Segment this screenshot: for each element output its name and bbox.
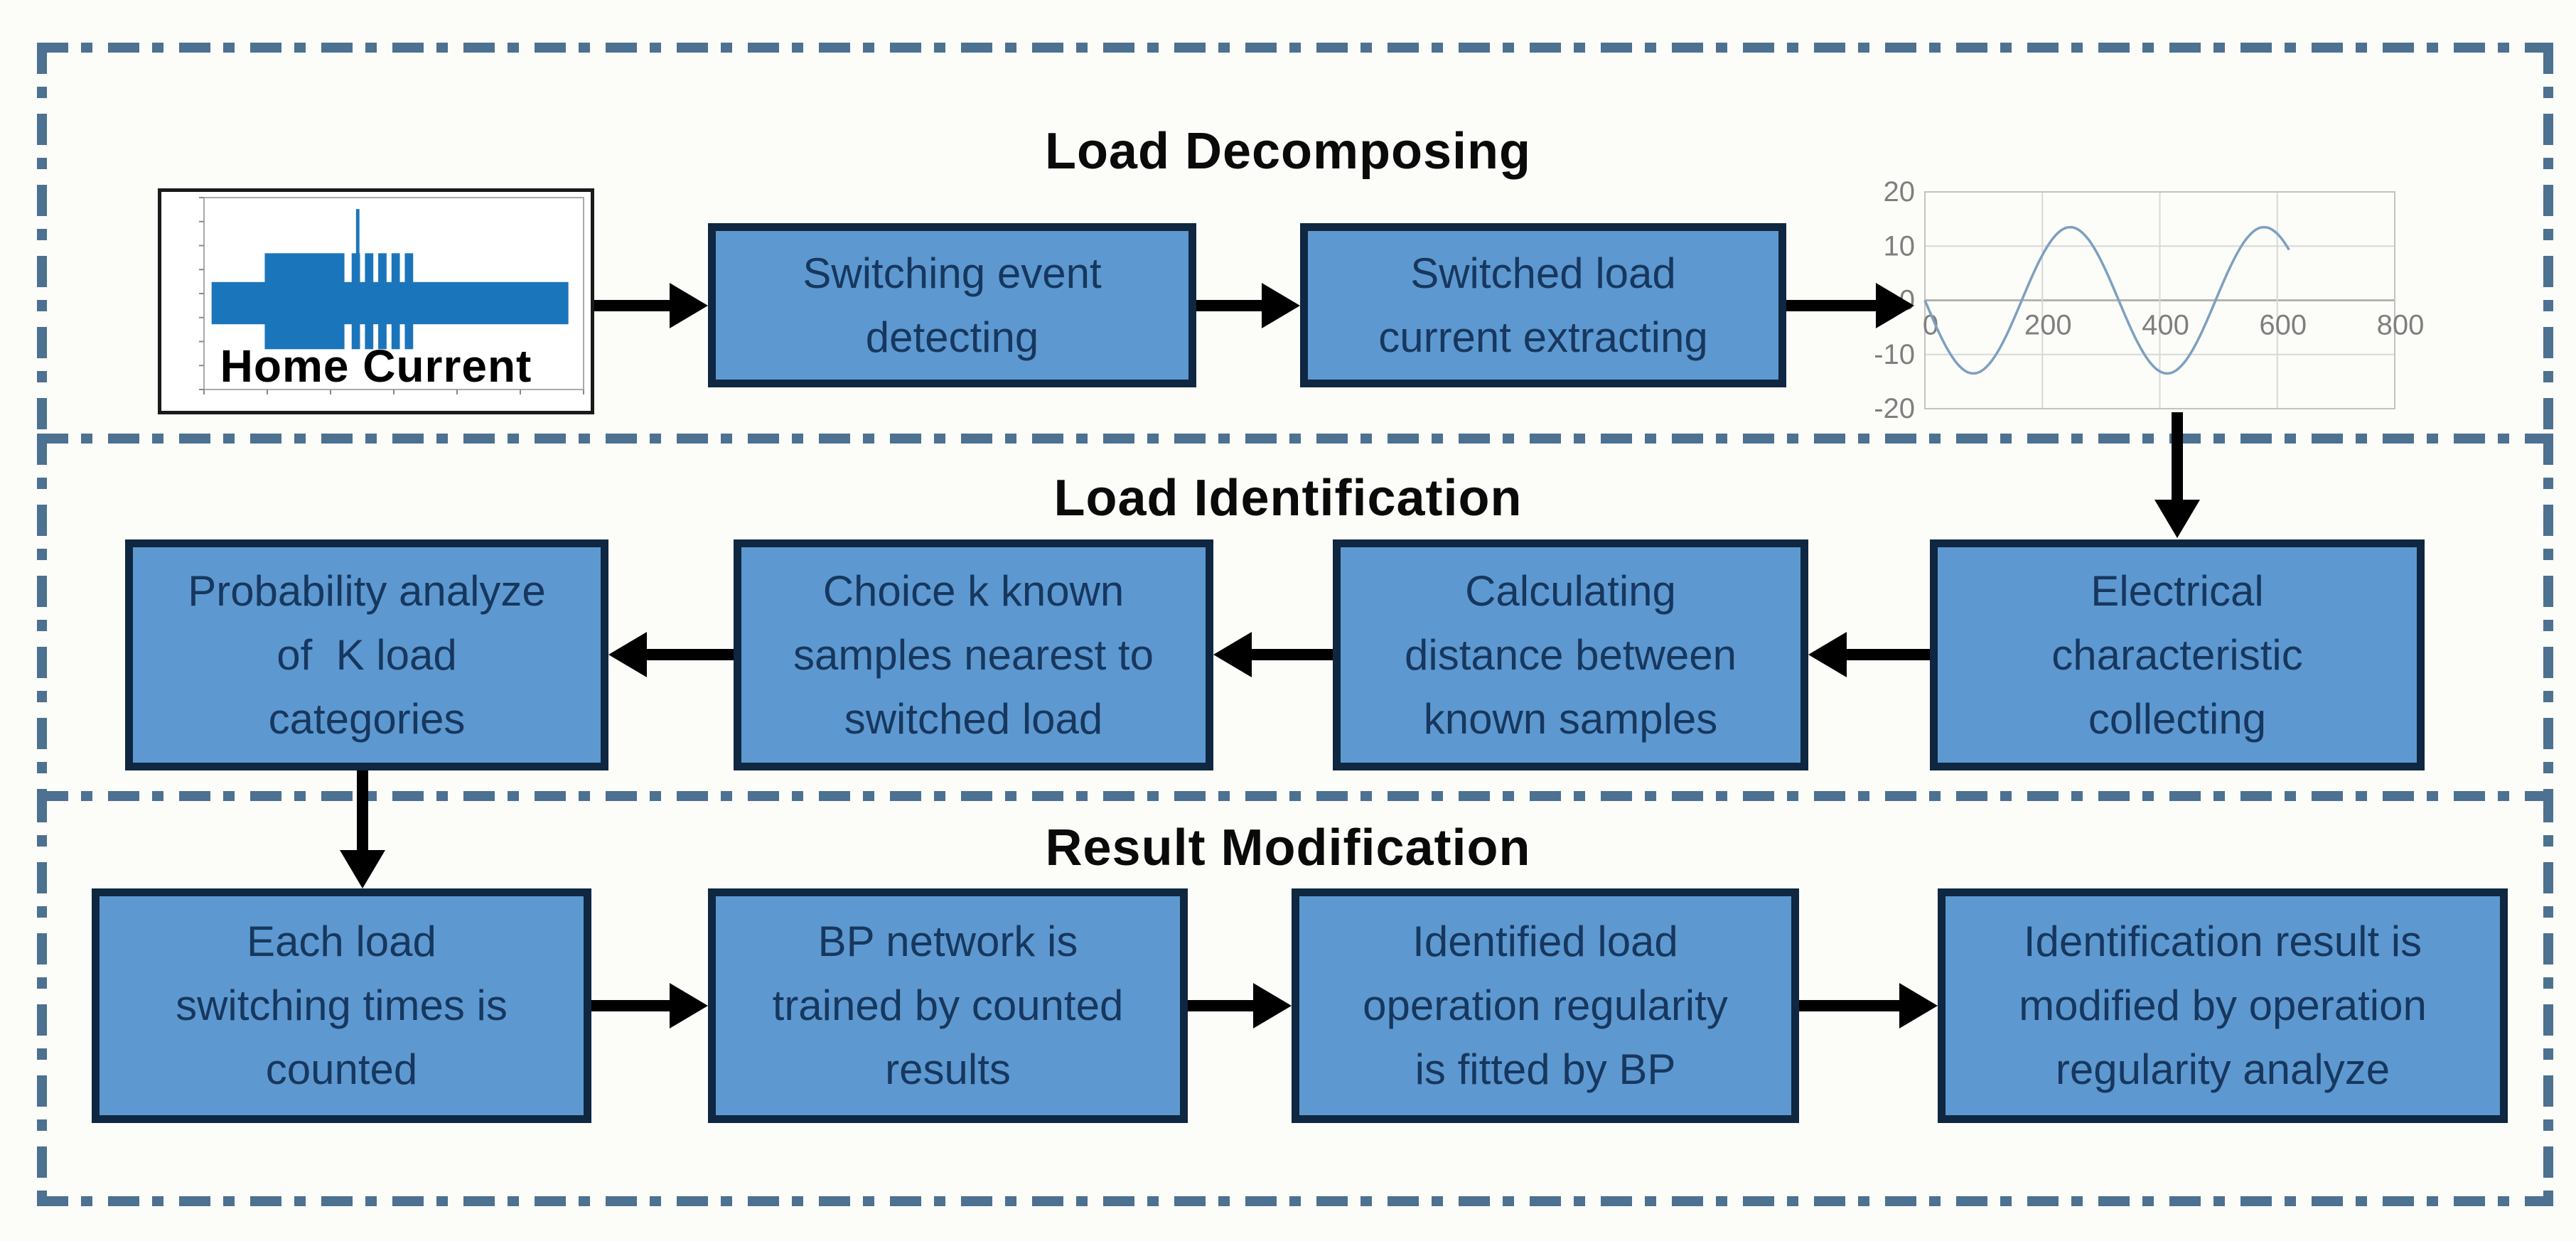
box-electrical-characteristic: Electrical characteristic collecting	[1930, 539, 2425, 770]
flow-arrow-each-to-bp	[591, 983, 708, 1028]
section1-border-right	[2543, 43, 2553, 444]
flow-arrow-chart-to-electrical	[2154, 412, 2200, 538]
flow-arrow-home-to-switching	[594, 283, 708, 328]
box-bp-network-trained: BP network is trained by counted results	[708, 888, 1188, 1123]
section3-border-right	[2543, 791, 2553, 1206]
box-choice-k-known-samples: Choice k known samples nearest to switch…	[734, 539, 1213, 770]
section3-title: Result Modification	[1045, 820, 1531, 876]
svg-text:-20: -20	[1874, 393, 1915, 424]
section2-border-left	[37, 434, 47, 801]
box-calculating-distance: Calculating distance between known sampl…	[1333, 539, 1808, 770]
box-switched-load-extracting: Switched load current extracting	[1300, 223, 1786, 387]
section3-border-bottom	[37, 1196, 2553, 1206]
flow-arrow-bp-to-identified	[1188, 983, 1292, 1028]
box-probability-analyze: Probability analyze of K load categories	[125, 539, 608, 770]
flow-arrow-choice-to-probability	[608, 632, 734, 677]
section3-border-left	[37, 791, 47, 1206]
section2-title: Load Identification	[1053, 470, 1523, 527]
flow-arrow-identified-to-identification	[1799, 983, 1938, 1028]
flow-arrow-electrical-to-calculating	[1808, 632, 1930, 677]
svg-text:0: 0	[1923, 310, 1938, 341]
section1-border-top	[37, 43, 2553, 53]
flow-arrow-probability-to-each	[340, 770, 385, 888]
flow-arrow-switched-to-chart	[1786, 283, 1914, 328]
svg-text:200: 200	[2024, 310, 2072, 341]
section1-title: Load Decomposing	[1044, 123, 1532, 180]
svg-text:20: 20	[1884, 176, 1916, 208]
box-switching-event-detecting: Switching event detecting	[708, 223, 1196, 387]
section1-border-bottom	[37, 434, 2553, 444]
section2-border-bottom	[37, 791, 2553, 801]
box-identified-load-fitted: Identified load operation regularity is …	[1292, 888, 1799, 1123]
svg-text:600: 600	[2259, 310, 2307, 341]
flow-arrow-calculating-to-choice	[1213, 632, 1333, 677]
section1-border-left	[37, 43, 47, 444]
home-current-thumbnail: Home Current	[158, 188, 594, 414]
section2-border-right	[2543, 434, 2553, 801]
flow-arrow-switching-to-switched	[1196, 283, 1300, 328]
svg-text:-10: -10	[1874, 339, 1915, 370]
box-each-load-counted: Each load switching times is counted	[92, 888, 591, 1123]
svg-text:10: 10	[1884, 230, 1916, 262]
home-current-label: Home Current	[220, 340, 532, 392]
box-identification-modified: Identification result is modified by ope…	[1938, 888, 2508, 1123]
svg-text:800: 800	[2377, 310, 2425, 341]
home-current-waveform	[199, 197, 584, 394]
svg-text:400: 400	[2142, 310, 2189, 341]
